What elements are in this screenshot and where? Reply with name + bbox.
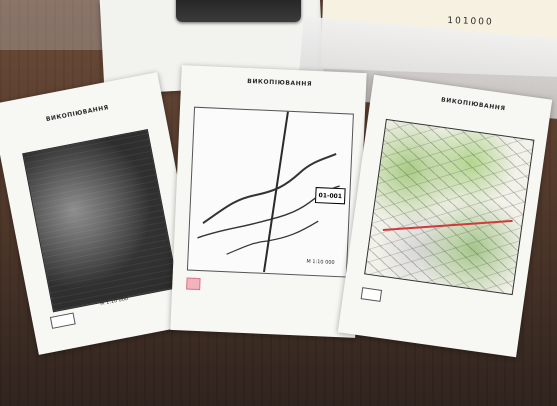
background-note — [0, 0, 110, 50]
map-scale: М 1:10 000 — [306, 258, 335, 266]
document-number: 101000 — [447, 16, 494, 28]
sheet-middle: ВИКОПІЮВАННЯ 01-001 М 1:10 000 — [170, 65, 367, 338]
legend-pink-marker — [186, 277, 201, 291]
map-code-box: 01-001 — [314, 187, 346, 205]
map-roads-network — [365, 119, 534, 295]
legend-box — [49, 312, 76, 329]
sheet-left-title: ВИКОПІЮВАННЯ — [45, 104, 110, 124]
legend-box-right — [360, 287, 383, 302]
sheet-middle-title: ВИКОПІЮВАННЯ — [247, 77, 313, 88]
topographic-map — [364, 118, 535, 296]
sheet-right-title: ВИКОПІЮВАННЯ — [440, 96, 506, 113]
phone — [176, 0, 301, 22]
cadastral-map: 01-001 М 1:10 000 — [186, 106, 354, 278]
sheet-right: ВИКОПІЮВАННЯ — [337, 74, 553, 358]
aerial-map — [22, 128, 179, 313]
map-code: 01-001 — [318, 191, 343, 200]
